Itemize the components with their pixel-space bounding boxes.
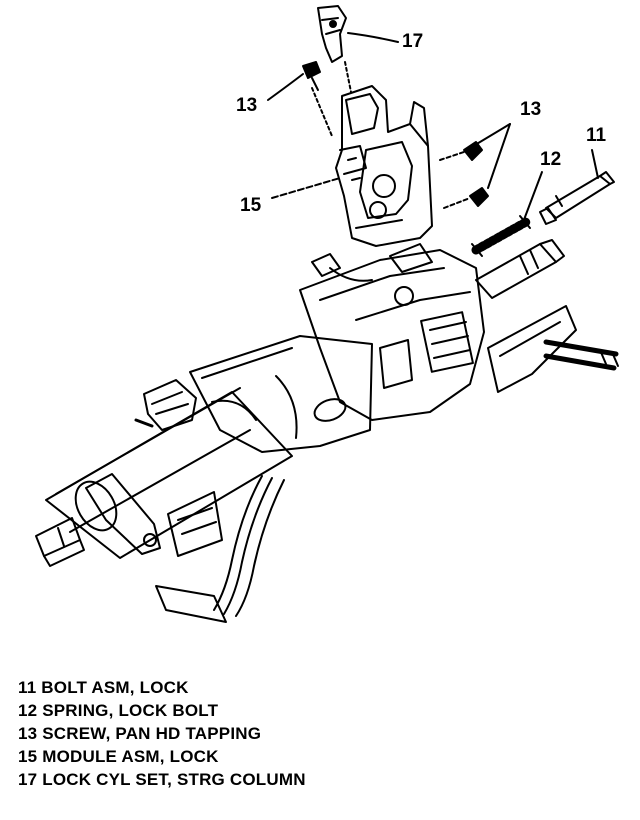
- callout-12: 12: [540, 149, 562, 170]
- legend-item-15: 15 MODULE ASM, LOCK: [18, 747, 219, 766]
- lock-bolt-spring-part: [471, 215, 531, 257]
- callout-13-right: 13: [520, 99, 542, 120]
- callout-13-left: 13: [236, 95, 258, 116]
- screw-part-left: [302, 61, 321, 91]
- lock-cylinder-part: [317, 5, 347, 63]
- leader-lines: [267, 32, 599, 226]
- legend-item-11: 11 BOLT ASM, LOCK: [18, 678, 189, 697]
- legend-item-13: 13 SCREW, PAN HD TAPPING: [18, 724, 262, 743]
- lock-bolt-part: [539, 171, 615, 225]
- lock-module-part: [335, 85, 433, 247]
- callout-11: 11: [586, 125, 607, 146]
- callout-15: 15: [240, 195, 262, 216]
- callout-17: 17: [402, 31, 424, 52]
- parts-legend: 11 BOLT ASM, LOCK 12 SPRING, LOCK BOLT 1…: [18, 676, 306, 791]
- legend-item-12: 12 SPRING, LOCK BOLT: [18, 701, 219, 720]
- legend-item-17: 17 LOCK CYL SET, STRG COLUMN: [18, 770, 306, 789]
- column-body: [35, 239, 619, 623]
- screw-parts-right: [439, 141, 489, 209]
